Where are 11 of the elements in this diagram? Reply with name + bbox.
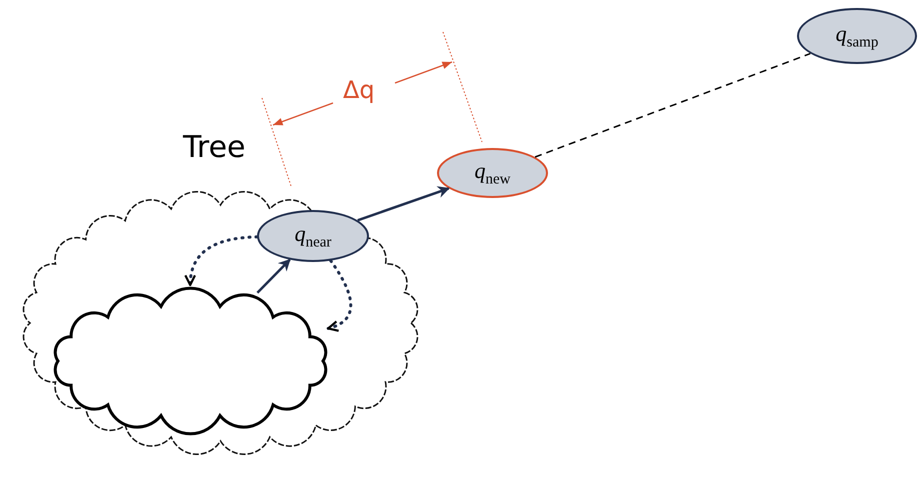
arrow — [256, 258, 291, 294]
dotted-arrow — [184, 235, 258, 286]
dotted-arrow — [326, 259, 352, 332]
state-node — [437, 148, 548, 198]
node-label: q$_{new}$ — [474, 158, 510, 188]
node-label: q$_{samp}$ — [836, 20, 878, 52]
tree-label: Tree — [183, 129, 246, 167]
node-label: q$_{near}$ — [294, 220, 332, 252]
arrow — [357, 186, 450, 222]
dashed-line — [534, 52, 811, 158]
dimension-label: Δq — [343, 76, 375, 104]
